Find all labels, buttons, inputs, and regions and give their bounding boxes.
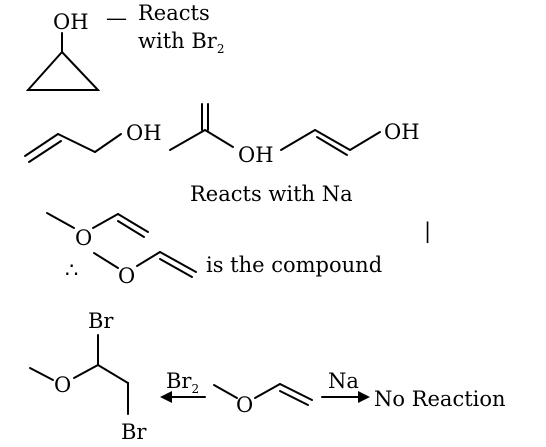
ether2-o-label: O (118, 264, 135, 288)
ether1-double-b (117, 220, 145, 238)
ether2-bond-2 (136, 251, 161, 267)
br2-reagent-label: Br2 (166, 369, 199, 396)
na-reagent-label: Na (328, 369, 359, 393)
na-arrow: Na No Reaction (321, 369, 506, 411)
ether1-bond-1 (46, 212, 75, 229)
allyl-alcohol-structure: OH (24, 121, 162, 163)
is-the-compound-label: is the compound (206, 253, 382, 277)
dash: — (106, 6, 127, 30)
br-top-label: Br (88, 309, 114, 333)
product-o-label: O (54, 373, 71, 397)
enol-structure: OH (169, 103, 274, 167)
prod-c1-c2 (97, 364, 129, 384)
react-bond-2 (254, 383, 281, 399)
react-double-a (279, 383, 313, 401)
left-arrow-head (160, 391, 172, 403)
with-br2-label: with Br2 (138, 29, 224, 56)
ether1-bond-2 (92, 213, 119, 229)
cyclopropanol-oh-label: OH (53, 10, 89, 34)
vinyl-double-a (314, 129, 351, 151)
text-cursor: | (424, 219, 431, 244)
br-bottom-label: Br (121, 420, 147, 444)
therefore-symbol: ∴ (65, 258, 78, 282)
allyl-bond-1 (24, 133, 59, 157)
ether2-bond-1 (93, 252, 119, 269)
ether1-double-a (117, 213, 149, 233)
prod-me-o (29, 367, 54, 381)
vinyl-bond-2 (349, 131, 381, 151)
cyclopropanol-structure: OH — Reacts with Br2 (25, 1, 224, 91)
enol-bond-2 (204, 129, 234, 148)
ether2-double-b (159, 258, 193, 278)
reacts-label: Reacts (138, 1, 210, 25)
enol-bond-1 (169, 129, 206, 151)
allyl-bond-1b (28, 140, 62, 163)
reactant-o-label: O (236, 393, 253, 417)
allyl-bond-3 (94, 133, 122, 153)
vinyl-double-b (316, 136, 348, 156)
vinyl-alcohol-structure: OH (280, 120, 420, 156)
dibromide-product: Br O Br (29, 309, 147, 444)
conclusion-line: ∴ O is the compound (65, 251, 382, 288)
react-bond-1 (213, 384, 238, 399)
vinyl-oh-label: OH (384, 120, 420, 144)
br2-arrow: Br2 (160, 369, 206, 403)
allyl-oh-label: OH (126, 121, 162, 145)
ether-structure-1: O (46, 212, 149, 250)
right-arrow-head (358, 391, 370, 403)
reacts-with-na-caption: Reacts with Na (190, 182, 353, 206)
no-reaction-label: No Reaction (374, 387, 506, 411)
allyl-bond-2 (57, 133, 96, 153)
ether1-o-label: O (75, 226, 92, 250)
prod-o-c1 (73, 364, 99, 379)
vinyl-bond-1 (280, 129, 316, 151)
react-double-b (279, 390, 309, 406)
reactant-ether: O (213, 383, 313, 417)
enol-oh-label: OH (238, 143, 274, 167)
ether2-double-a (159, 251, 197, 273)
cyclopropane-ring (25, 50, 101, 91)
